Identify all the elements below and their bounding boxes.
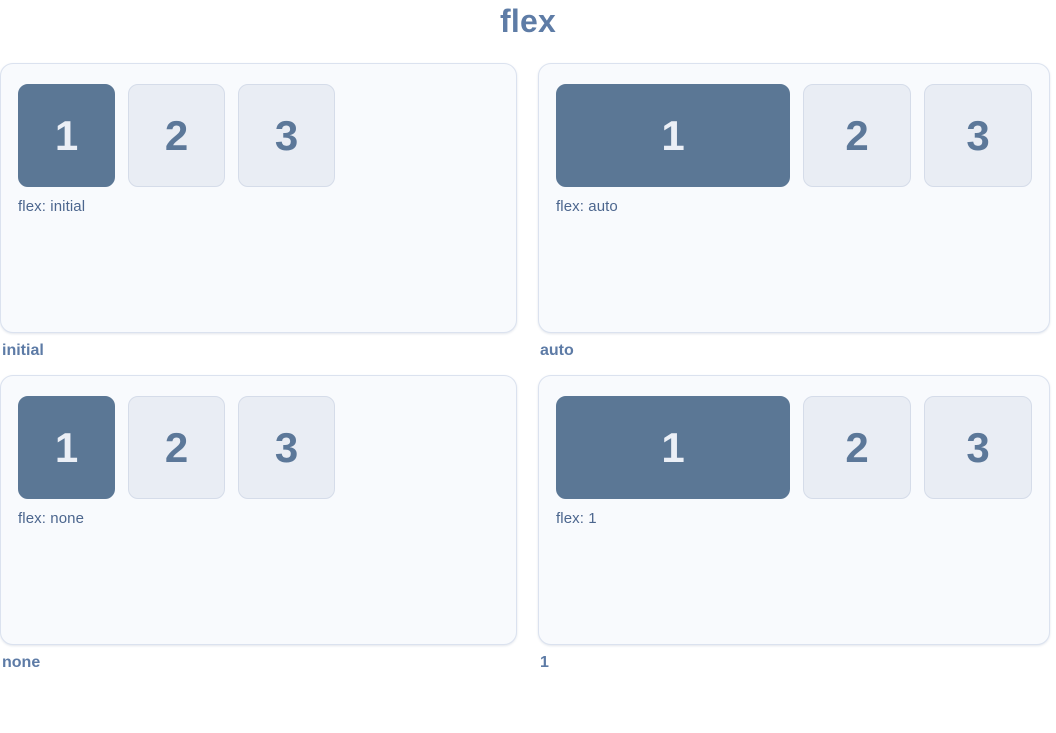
flex-item-2: 2 — [803, 396, 911, 499]
demo-caption-initial: initial — [2, 342, 44, 359]
flex-item-1: 1 — [556, 396, 790, 499]
flex-item-2: 2 — [128, 396, 225, 499]
flex-item-2: 2 — [803, 84, 911, 187]
demo-caption-1: 1 — [540, 654, 549, 671]
flex-item-3: 3 — [238, 84, 335, 187]
demo-cell-auto: 1 2 3 flex: auto auto — [538, 63, 1050, 360]
flex-item-3: 3 — [238, 396, 335, 499]
flex-row: 1 2 3 — [18, 396, 499, 499]
flex-value-label: flex: none — [18, 510, 85, 527]
demo-panel-1: 1 2 3 flex: 1 — [538, 375, 1050, 645]
page-title: flex — [500, 3, 556, 39]
demo-caption-auto: auto — [540, 342, 574, 359]
demo-panel-initial: 1 2 3 flex: initial — [0, 63, 517, 333]
flex-row: 1 2 3 — [556, 84, 1032, 187]
flex-item-1: 1 — [18, 396, 115, 499]
demo-grid: 1 2 3 flex: initial initial 1 2 3 flex: … — [0, 63, 1056, 672]
flex-item-3: 3 — [924, 396, 1032, 499]
flex-value-label: flex: 1 — [556, 510, 597, 527]
flex-value-label: flex: auto — [556, 198, 618, 215]
demo-cell-none: 1 2 3 flex: none none — [0, 375, 517, 672]
flex-value-label: flex: initial — [18, 198, 86, 215]
flex-row: 1 2 3 — [18, 84, 499, 187]
flex-item-1: 1 — [556, 84, 790, 187]
demo-caption-none: none — [2, 654, 41, 671]
demo-panel-auto: 1 2 3 flex: auto — [538, 63, 1050, 333]
flex-row: 1 2 3 — [556, 396, 1032, 499]
demo-cell-1: 1 2 3 flex: 1 1 — [538, 375, 1050, 672]
flex-item-3: 3 — [924, 84, 1032, 187]
demo-panel-none: 1 2 3 flex: none — [0, 375, 517, 645]
demo-cell-initial: 1 2 3 flex: initial initial — [0, 63, 517, 360]
flex-item-1: 1 — [18, 84, 115, 187]
flex-item-2: 2 — [128, 84, 225, 187]
